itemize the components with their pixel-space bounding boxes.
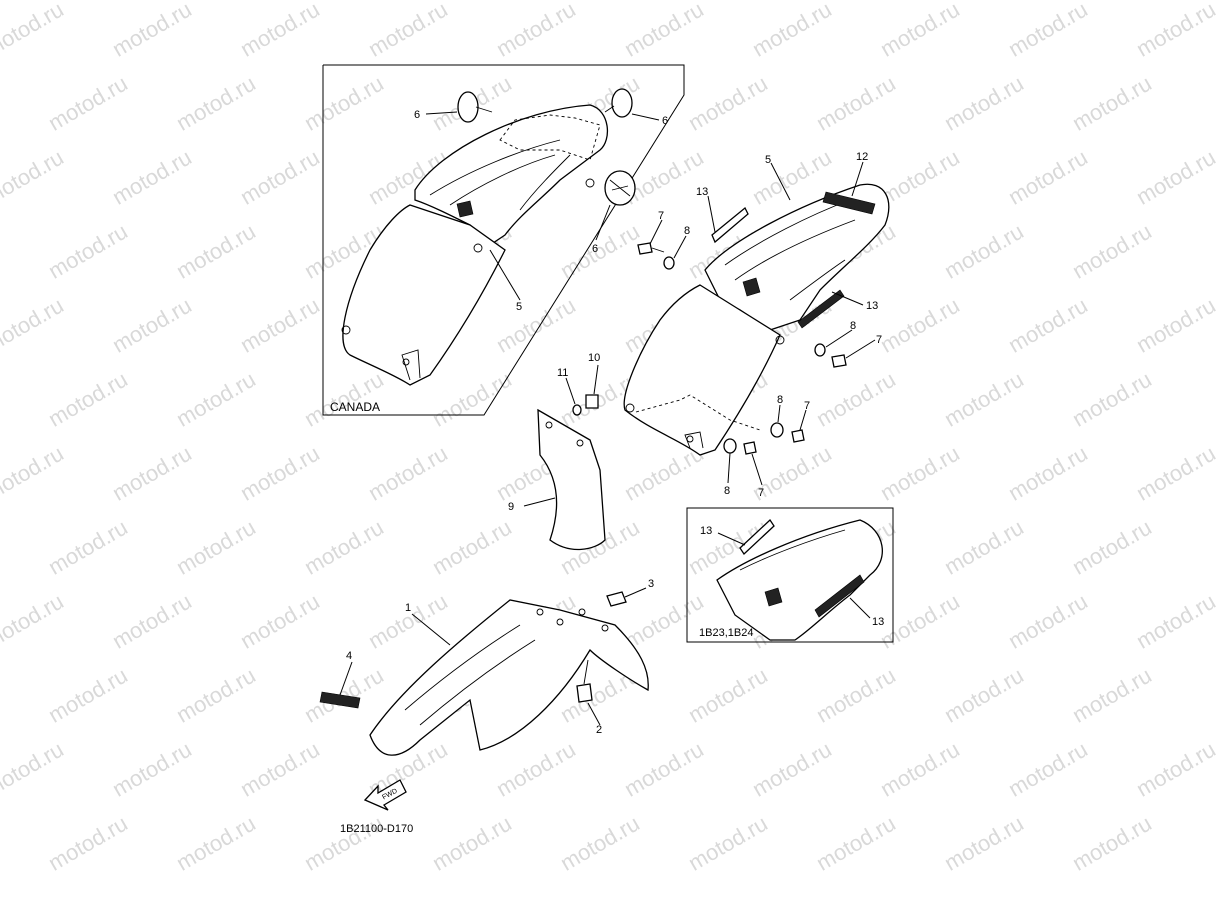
canada-inset: CANADA [322,64,685,416]
washer-8 [770,422,784,438]
callout-1: 1 [405,602,411,614]
variant-fender [716,519,883,641]
callout-9: 9 [508,501,514,513]
front-hole [578,608,586,616]
variant-inset-label: 1B23,1B24 [699,627,753,639]
callout-2: 2 [596,724,602,736]
bolt-7-head [831,354,847,368]
callout-8: 8 [724,485,730,497]
callout-13: 13 [872,616,884,628]
decal-12 [822,191,876,215]
canada-hidden-outline [499,114,601,161]
bolt-7-shank [651,247,665,253]
variant-rib [739,529,846,571]
canada-fender-rib [429,139,561,196]
fwd-arrow: FWD [363,779,407,811]
variant-inset-frame [686,507,894,643]
washer-8 [814,343,826,357]
callout-7: 7 [804,400,810,412]
rear-fender-rib [789,259,846,301]
callout-6: 6 [592,243,598,255]
callout-6: 6 [414,109,420,121]
diagram-code: 1B21100-D170 [340,823,413,835]
rear-mount-hole [625,403,635,413]
plug-6b-stem [604,105,615,113]
bolt-10 [585,394,599,409]
mud-flap [537,408,606,551]
bolt-7-head [791,429,805,443]
plug-6c-hole [585,178,595,188]
rear-fender-rib [734,219,856,281]
front-fender-rib [419,639,536,726]
flap-hole [545,421,553,429]
washer-8 [723,438,737,454]
variant-decal-13 [739,519,775,555]
rear-hidden-outline [635,394,761,431]
callout-12: 12 [856,151,868,163]
callout-8: 8 [850,320,856,332]
rear-bolt-hole [775,335,785,345]
canada-bracket [401,349,421,381]
bolt-2 [576,683,593,703]
rear-vent-icon [742,277,761,297]
canada-bolt-hole [473,243,483,253]
callout-10: 10 [588,352,600,364]
callout-4: 4 [346,650,352,662]
plug-6c-grid [609,179,631,197]
front-hole [601,624,609,632]
callouts: 6 6 6 5 5 12 13 13 13 13 7 7 7 7 8 8 8 8… [346,109,884,736]
callout-3: 3 [648,578,654,590]
washer-11 [572,404,582,416]
flap-hole [576,439,584,447]
rear-fender-assembly [623,183,890,456]
canada-vent-icon [456,200,474,218]
callout-11: 11 [557,367,568,379]
front-fender-rib [404,624,521,711]
washer-8 [663,256,675,270]
callout-6: 6 [662,115,668,127]
callout-7: 7 [658,210,664,222]
variant-decal-13-side [814,574,865,618]
mud-flap-assembly [537,394,606,551]
fwd-arrow-icon [363,779,407,811]
callout-13: 13 [866,300,878,312]
canada-fender-rib [519,154,571,211]
plug-6a-stem [475,106,493,113]
decal-4 [319,691,361,709]
canada-fender-rib [449,154,556,206]
callout-13: 13 [696,186,708,198]
front-hole [556,618,564,626]
front-hole [536,608,544,616]
rear-bracket [684,431,704,449]
decal-13-side [797,289,845,329]
canada-mount-hole [341,325,351,335]
decal-13-strip [711,206,749,244]
callout-8: 8 [684,225,690,237]
plug-6a [457,91,479,123]
rear-fender-body [623,284,781,456]
plug-6b [611,88,633,118]
bolt-2-shank [583,659,589,685]
callout-5: 5 [765,154,771,166]
callout-7: 7 [876,334,882,346]
callout-8: 8 [777,394,783,406]
front-fender [369,599,649,756]
bolt-7-head [637,242,653,255]
callout-7: 7 [758,487,764,499]
canada-mount-hole [402,358,410,366]
canada-inset-label: CANADA [330,400,380,414]
canada-inset-frame [322,64,685,416]
nut-3 [606,591,627,607]
variant-vent-icon [764,587,783,607]
bolt-7-head [743,441,757,455]
leader-lines [339,111,876,726]
front-fender-assembly [319,591,649,756]
canada-fender-body [342,204,506,386]
rear-mount-hole [686,435,694,443]
callout-13: 13 [700,525,712,537]
callout-5: 5 [516,301,522,313]
variant-inset: 1B23,1B24 [686,507,894,643]
